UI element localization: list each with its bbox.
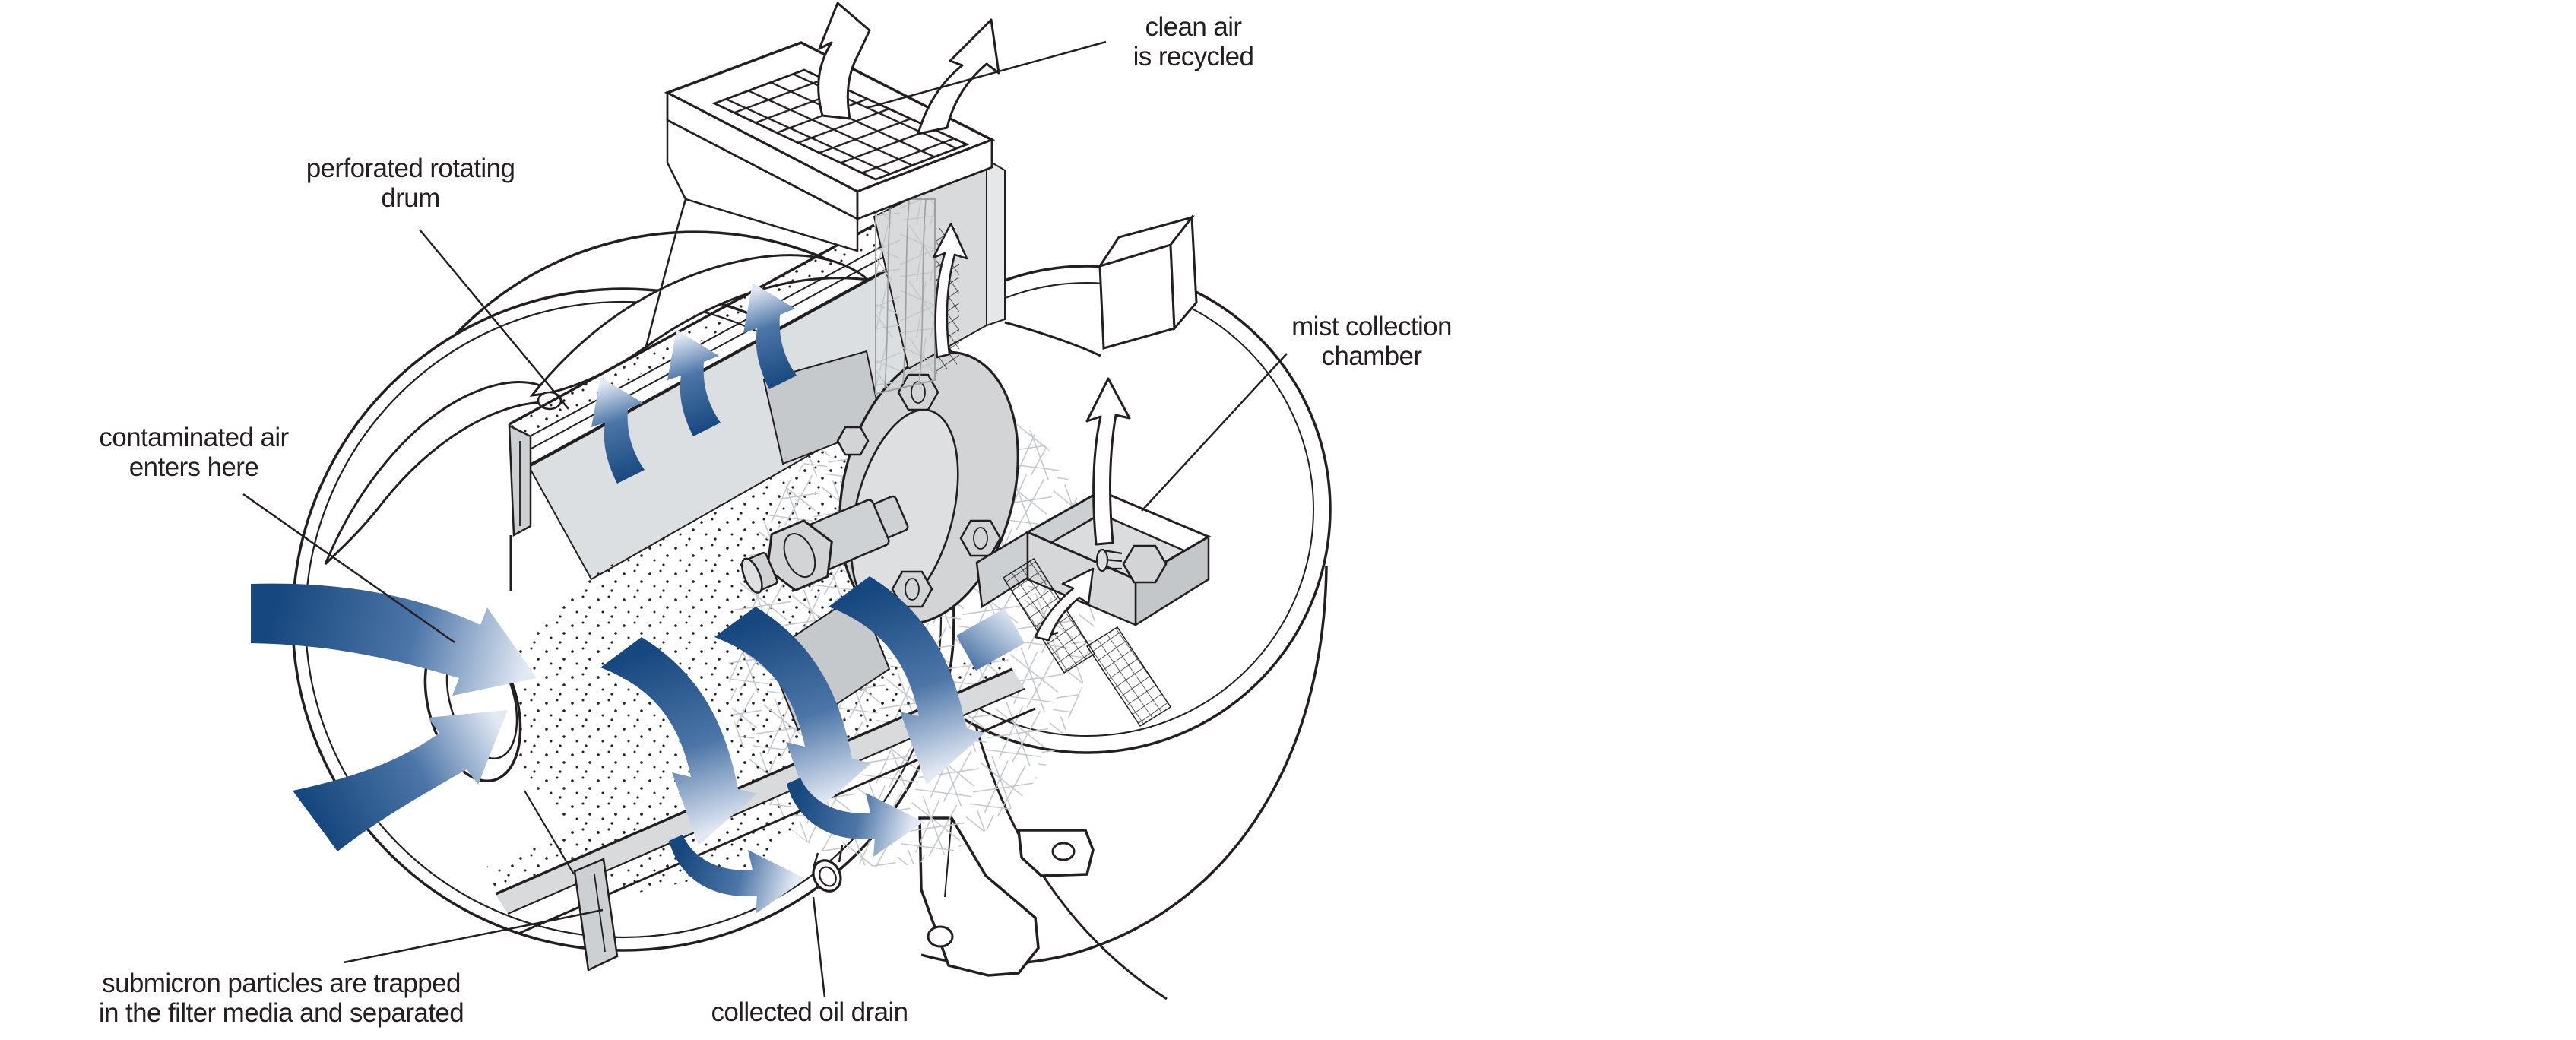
- perforated-drum-lower-wall: [486, 645, 1036, 972]
- mist-transfer-arrow-icon: [1085, 377, 1131, 546]
- leader-perforated-drum: [419, 229, 569, 410]
- wall-perforation-arrow-icon: [667, 330, 721, 436]
- label-contaminated-air: contaminated air enters here: [99, 423, 289, 482]
- leader-oil-drain: [812, 896, 826, 998]
- outlet-grille-icon: [711, 68, 970, 181]
- duct-filter-pad: [875, 198, 936, 395]
- leader-mist-chamber: [1141, 353, 1288, 512]
- label-submicron: submicron particles are trapped in the f…: [98, 969, 464, 1028]
- oil-drain-spout: [812, 845, 844, 893]
- inlet-flow-arrow-icon: [251, 583, 537, 696]
- interior-flow-arrow-icon: [600, 637, 757, 845]
- contaminated-airflow-arrows: [251, 283, 985, 914]
- trough-swirl-arrow-icon: [787, 778, 924, 857]
- drum-hub-assembly: [740, 350, 1019, 626]
- chamber-drain-bolt: [1095, 544, 1168, 584]
- leader-contaminated-air: [242, 493, 455, 644]
- oil-flow-ribbon: [956, 608, 1025, 671]
- mist-transfer-arrow-icon: [1034, 567, 1095, 642]
- interior-flow-arrow-icon: [714, 607, 871, 815]
- foot-bolt-hole: [927, 925, 954, 948]
- duct-air-up-arrow-icon: [932, 222, 968, 359]
- label-oil-drain: collected oil drain: [711, 997, 908, 1027]
- interior-flow-arrow-icon: [829, 576, 985, 785]
- motor-box: [1097, 214, 1198, 350]
- wall-perforation-arrow-icon: [591, 377, 645, 484]
- leader-clean-air: [866, 40, 1107, 109]
- label-mist-chamber: mist collection chamber: [1291, 312, 1452, 371]
- leader-submicron: [343, 908, 604, 964]
- foot-bolt-hole: [1051, 842, 1076, 861]
- trough-swirl-arrow-icon: [669, 835, 806, 914]
- inlet-flow-arrow-icon: [293, 710, 508, 851]
- clean-air-outlet-duct: [645, 41, 1006, 395]
- clean-air-arrows: [817, 2, 1131, 642]
- leader-lines: [242, 40, 1288, 998]
- clean-air-up-arrow-icon: [817, 2, 871, 120]
- label-perforated-drum: perforated rotating drum: [306, 154, 515, 213]
- clean-air-up-arrow-icon: [917, 18, 1000, 135]
- mounting-feet: [918, 816, 1095, 977]
- drive-shaft: [740, 495, 909, 594]
- wall-perforation-arrow-icon: [743, 283, 797, 389]
- label-clean-air: clean air is recycled: [1133, 12, 1254, 71]
